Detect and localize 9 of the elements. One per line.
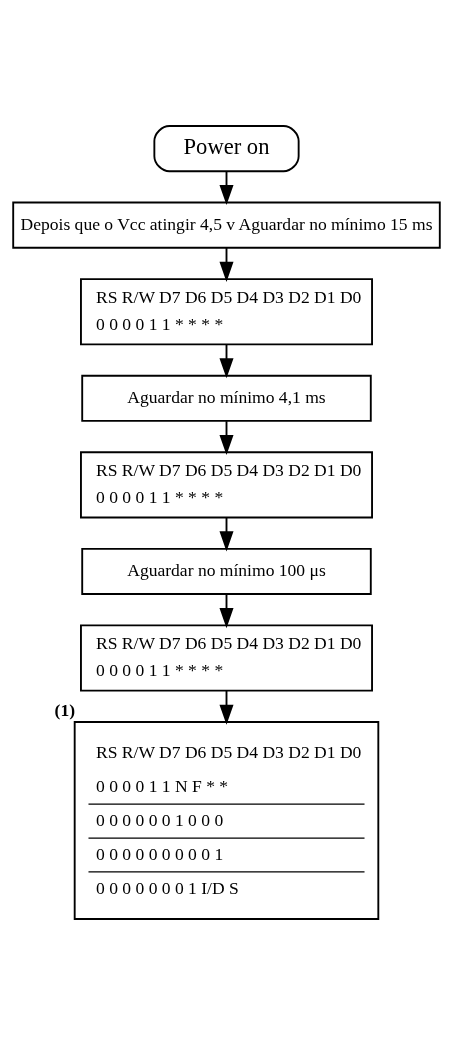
node-box: Power on <box>153 124 300 172</box>
node-box: Aguardar no mínimo 100 μs <box>81 547 372 595</box>
node-box: RS R/W D7 D6 D5 D4 D3 D2 D1 D0 0 0 0 0 1 1 * * * * <box>80 277 373 345</box>
node-box: RS R/W D7 D6 D5 D4 D3 D2 D1 D0 0 0 0 0 1 1 * * * * <box>80 623 373 692</box>
node-box: RS R/W D7 D6 D5 D4 D3 D2 D1 D0 0 0 0 0 1 1 N F * * 0 0 0 0 0 0 1 0 0 0 0 0 0 0 0 0 0 0 0 1 0 0 0 0 0 0 0 1 I/D S <box>73 720 380 920</box>
node-box: RS R/W D7 D6 D5 D4 D3 D2 D1 D0 0 0 0 0 1 1 * * * * <box>80 450 373 518</box>
node-box: Depois que o Vcc atingir 4,5 v Aguardar no mínimo 15 ms <box>12 201 441 249</box>
node-label: (1) <box>54 699 76 720</box>
node-box: Aguardar no mínimo 4,1 ms <box>81 374 372 422</box>
